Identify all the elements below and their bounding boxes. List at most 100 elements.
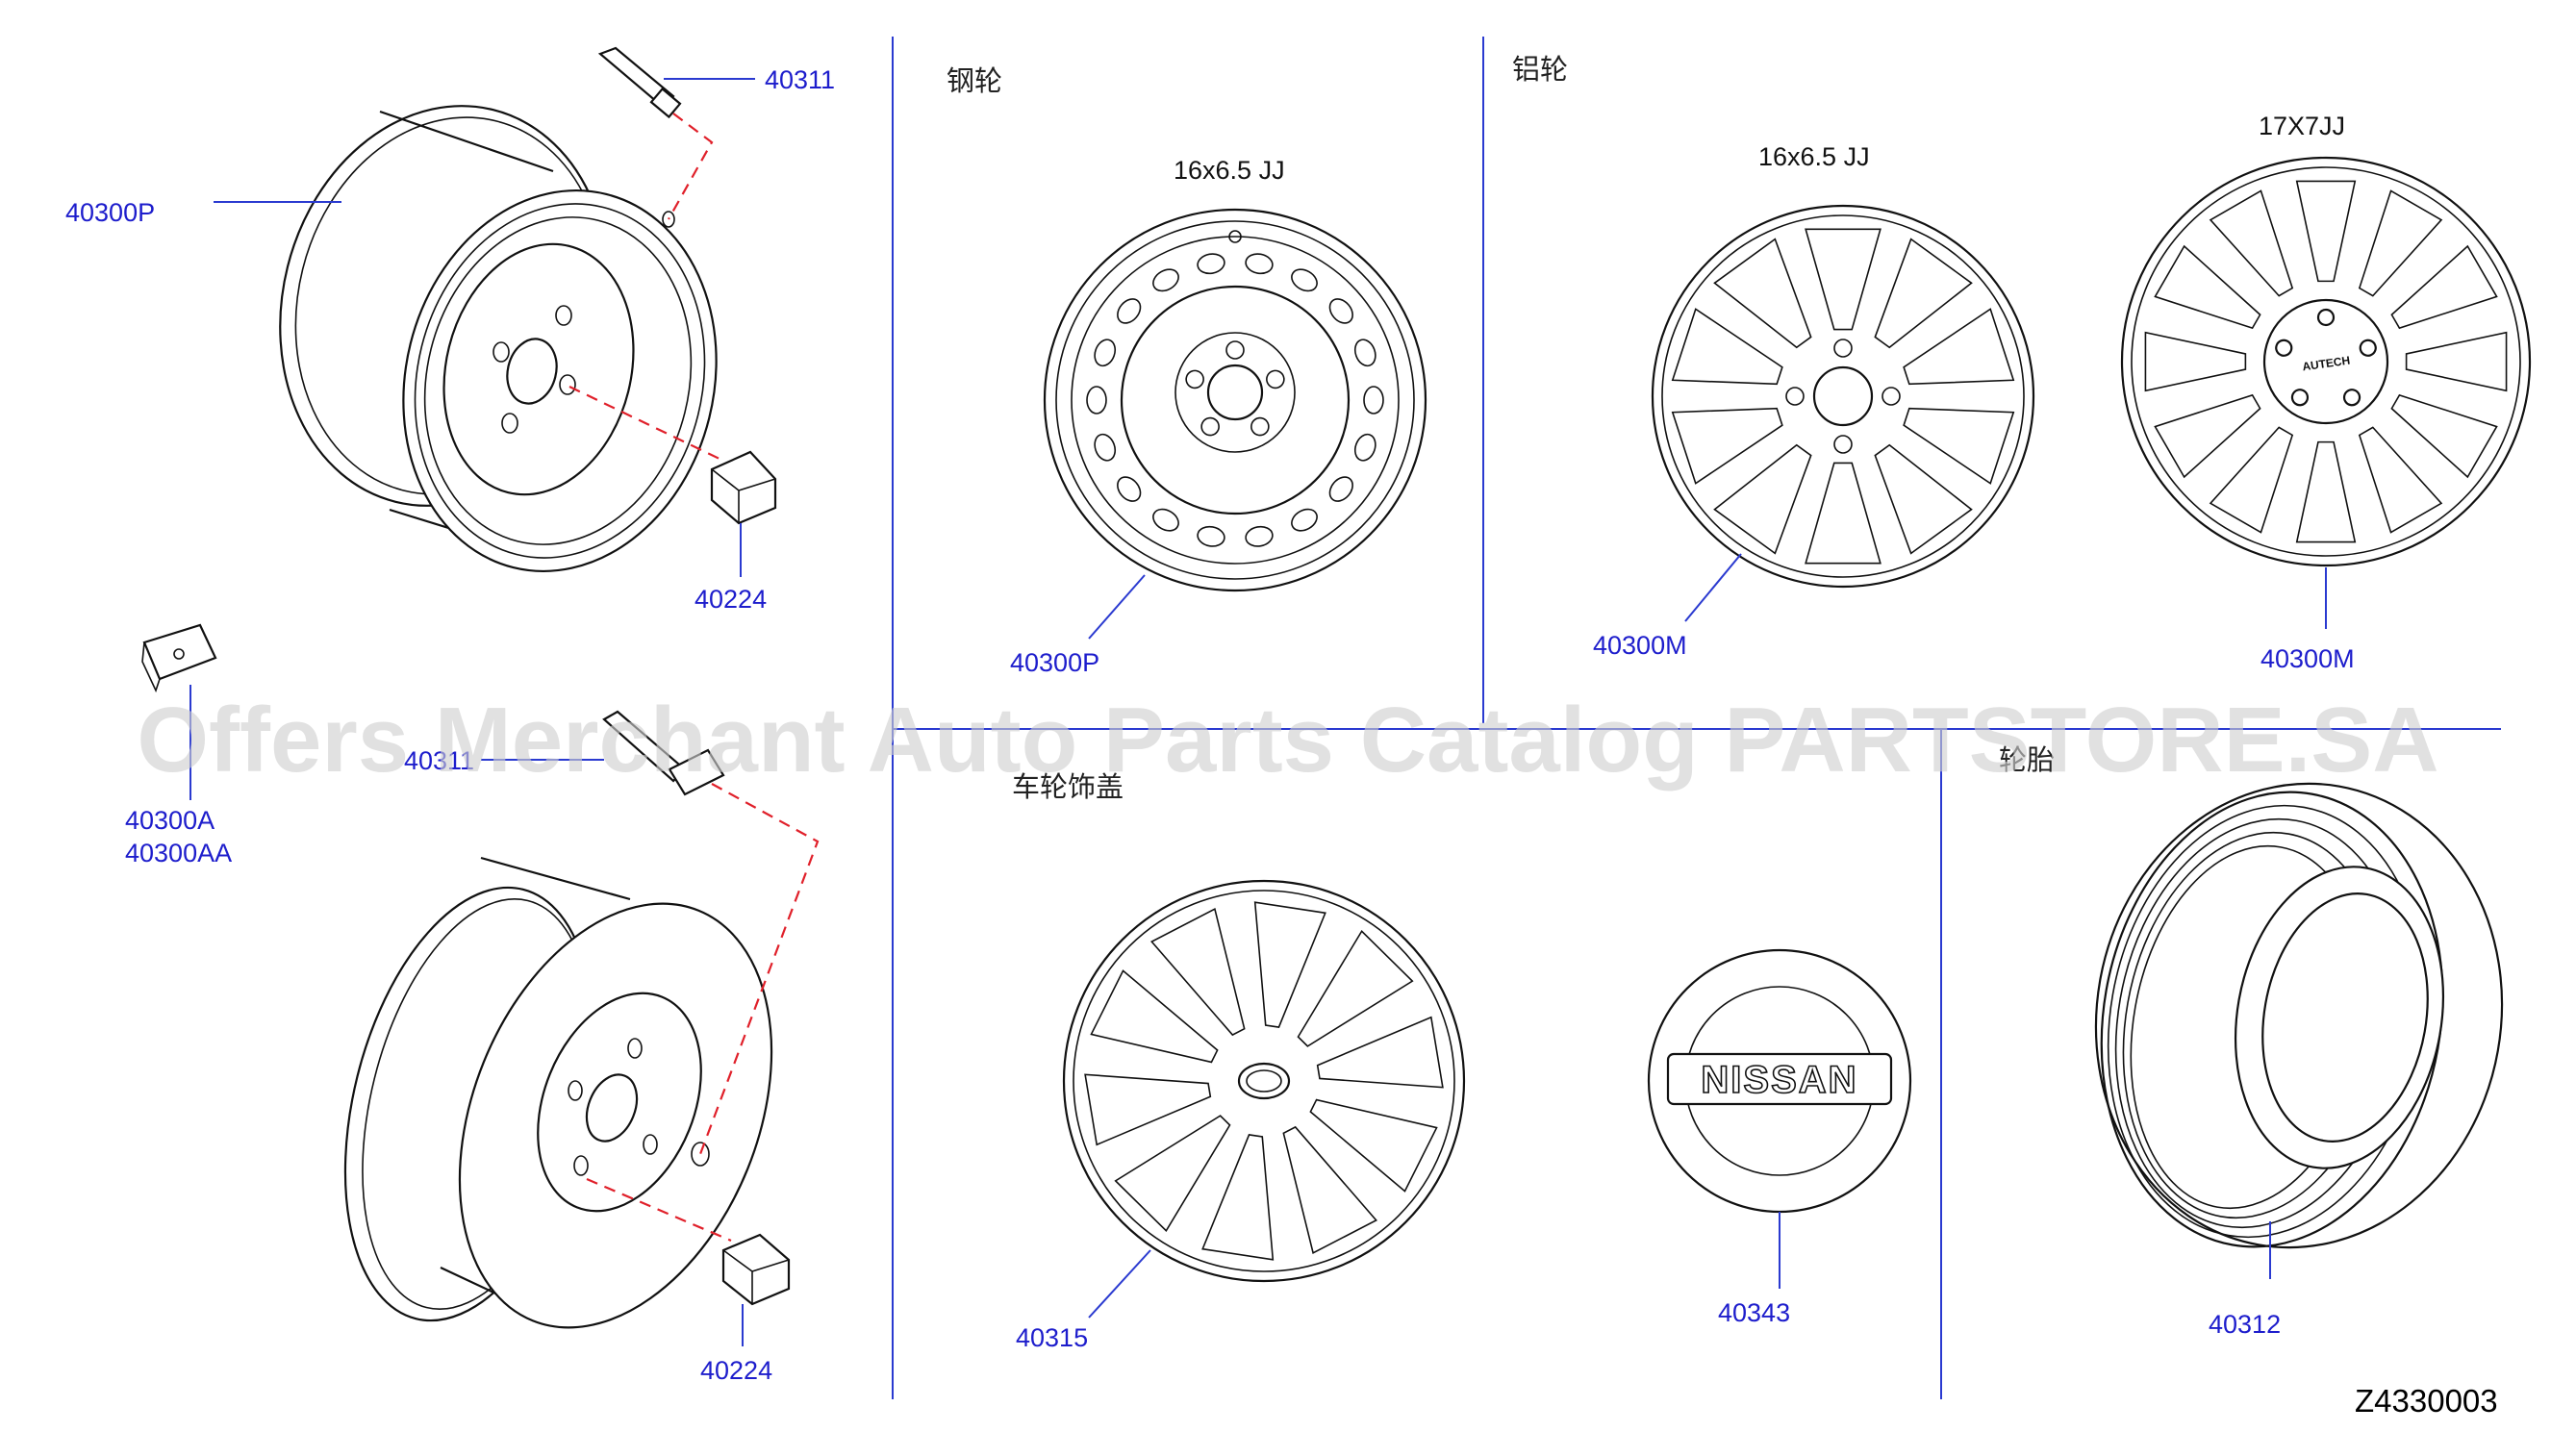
wheel-cover-window <box>1201 1134 1275 1261</box>
alloy-16-lug-hole <box>1881 387 1901 406</box>
alloy-16-window <box>1671 308 1783 386</box>
valve-stem-top <box>597 46 682 119</box>
alloy-wheel-16 <box>1651 204 2035 589</box>
spec-alloy-16: 16x6.5 JJ <box>1758 142 1870 171</box>
steel-vent-hole <box>1245 525 1274 547</box>
alloy-16-window <box>1903 308 2015 386</box>
alloy-16-window <box>1671 407 1783 485</box>
steel-wheel <box>1043 208 1427 592</box>
section-title-steel-wheel: 钢轮 <box>947 64 1002 97</box>
alloy-16-lug-hole <box>1833 339 1853 358</box>
center-cap: NISSAN <box>1647 948 1912 1214</box>
assembly-line-valve-bottom <box>698 783 820 1155</box>
part-label-40224-top[interactable]: 40224 <box>695 585 767 614</box>
steel-wheel-vents <box>1086 253 1384 547</box>
steel-vent-hole <box>1353 433 1376 462</box>
alloy-17-lug-hole <box>2359 339 2377 357</box>
alloy-16-window <box>1874 443 1973 555</box>
steel-lug-hole <box>1185 369 1204 389</box>
wheel-cover-window <box>1114 1115 1231 1233</box>
spare-wheel-bottom <box>343 856 773 1329</box>
wheel-cover-window <box>1090 969 1219 1064</box>
valve-stem-bottom <box>602 710 725 796</box>
wheel-cover-window <box>1316 1016 1444 1089</box>
catalog-watermark: Offers Merchant Auto Parts Catalog PARTS… <box>137 689 2438 791</box>
alloy-17-lug-holes <box>2275 308 2377 407</box>
section-title-wheel-cover: 车轮饰盖 <box>1012 770 1124 803</box>
part-label-40300M-17[interactable]: 40300M <box>2260 644 2355 673</box>
lug-nut-bottom <box>721 1233 791 1306</box>
spec-steel-wheel: 16x6.5 JJ <box>1174 156 1285 185</box>
alloy-16-window <box>1713 443 1812 555</box>
leader-40315 <box>1088 1249 1151 1319</box>
steel-vent-hole <box>1152 268 1179 292</box>
steel-vent-hole <box>1291 508 1318 532</box>
nissan-emblem-text: NISSAN <box>1701 1059 1857 1101</box>
steel-lug-hole <box>1200 416 1220 437</box>
wheel-cover-window <box>1282 1125 1377 1255</box>
alloy-16-lug-hole <box>1833 435 1853 454</box>
steel-vent-hole <box>1117 298 1142 324</box>
alloy-16-window <box>1713 238 1812 349</box>
part-label-40300P-top[interactable]: 40300P <box>65 198 155 227</box>
alloy-17-window <box>2390 244 2498 330</box>
balance-weight <box>141 623 217 693</box>
steel-vent-hole <box>1291 268 1318 292</box>
tire <box>2094 782 2504 1249</box>
steel-vent-hole <box>1197 525 1225 547</box>
part-label-40300M-16[interactable]: 40300M <box>1593 631 1687 660</box>
alloy-16-window <box>1903 407 2015 485</box>
alloy-17-lug-hole <box>2290 389 2310 407</box>
steel-vent-hole <box>1353 339 1376 367</box>
wheel-cover-window <box>1253 901 1326 1028</box>
assembly-line-nut-top <box>568 386 722 461</box>
alloy-17-window <box>2209 189 2294 297</box>
alloy-16-window <box>1805 228 1881 331</box>
part-label-40312[interactable]: 40312 <box>2209 1310 2281 1339</box>
alloy-17-window <box>2154 393 2261 479</box>
lug-nut-top <box>710 450 777 525</box>
alloy-17-window <box>2209 426 2294 534</box>
steel-lug-hole <box>1250 416 1270 437</box>
steel-lug-hole <box>1266 369 1285 389</box>
steel-vent-hole <box>1197 253 1225 275</box>
alloy-17-lug-hole <box>2316 308 2336 327</box>
wheel-cover-window <box>1150 907 1246 1037</box>
part-label-40311-bottom[interactable]: 40311 <box>404 746 474 775</box>
wheel-cover-window <box>1297 929 1414 1047</box>
steel-wheel-lug-holes <box>1185 340 1285 437</box>
wheel-cover-vents <box>1084 901 1444 1261</box>
alloy-17-window <box>2405 331 2508 392</box>
part-label-40224-bottom[interactable]: 40224 <box>700 1356 772 1385</box>
steel-vent-hole <box>1328 476 1353 502</box>
steel-vent-hole <box>1328 298 1353 324</box>
alloy-17-window <box>2295 180 2357 283</box>
alloy-16-lug-holes <box>1785 339 1901 454</box>
part-label-40311-top[interactable]: 40311 <box>765 65 835 94</box>
alloy-17-window <box>2144 331 2247 392</box>
part-label-40300P-steel[interactable]: 40300P <box>1010 648 1099 677</box>
assembly-line-nut-bottom <box>586 1177 732 1243</box>
part-label-40300A[interactable]: 40300A <box>125 806 215 835</box>
part-label-40300AA[interactable]: 40300AA <box>125 839 232 867</box>
section-title-tire: 轮胎 <box>1999 743 2055 776</box>
alloy-16-window <box>1874 238 1973 349</box>
steel-lug-hole <box>1225 340 1245 360</box>
spare-wheel-top <box>279 105 718 572</box>
alloy-16-window <box>1805 462 1881 565</box>
section-title-aluminum-wheel: 铝轮 <box>1512 53 1568 86</box>
steel-vent-hole <box>1152 508 1179 532</box>
part-label-40315[interactable]: 40315 <box>1016 1323 1088 1352</box>
alloy-17-window <box>2358 426 2443 534</box>
part-label-40343[interactable]: 40343 <box>1718 1298 1790 1327</box>
steel-vent-hole <box>1245 253 1274 275</box>
wheel-cover-window <box>1309 1098 1438 1193</box>
alloy-17-window <box>2390 393 2498 479</box>
alloy-17-window <box>2295 440 2357 543</box>
alloy-wheel-17: AUTECH <box>2120 156 2532 567</box>
leader-40300P-steel <box>1088 574 1146 640</box>
spec-alloy-17: 17X7JJ <box>2259 112 2345 140</box>
section-dividers <box>892 37 2501 1399</box>
